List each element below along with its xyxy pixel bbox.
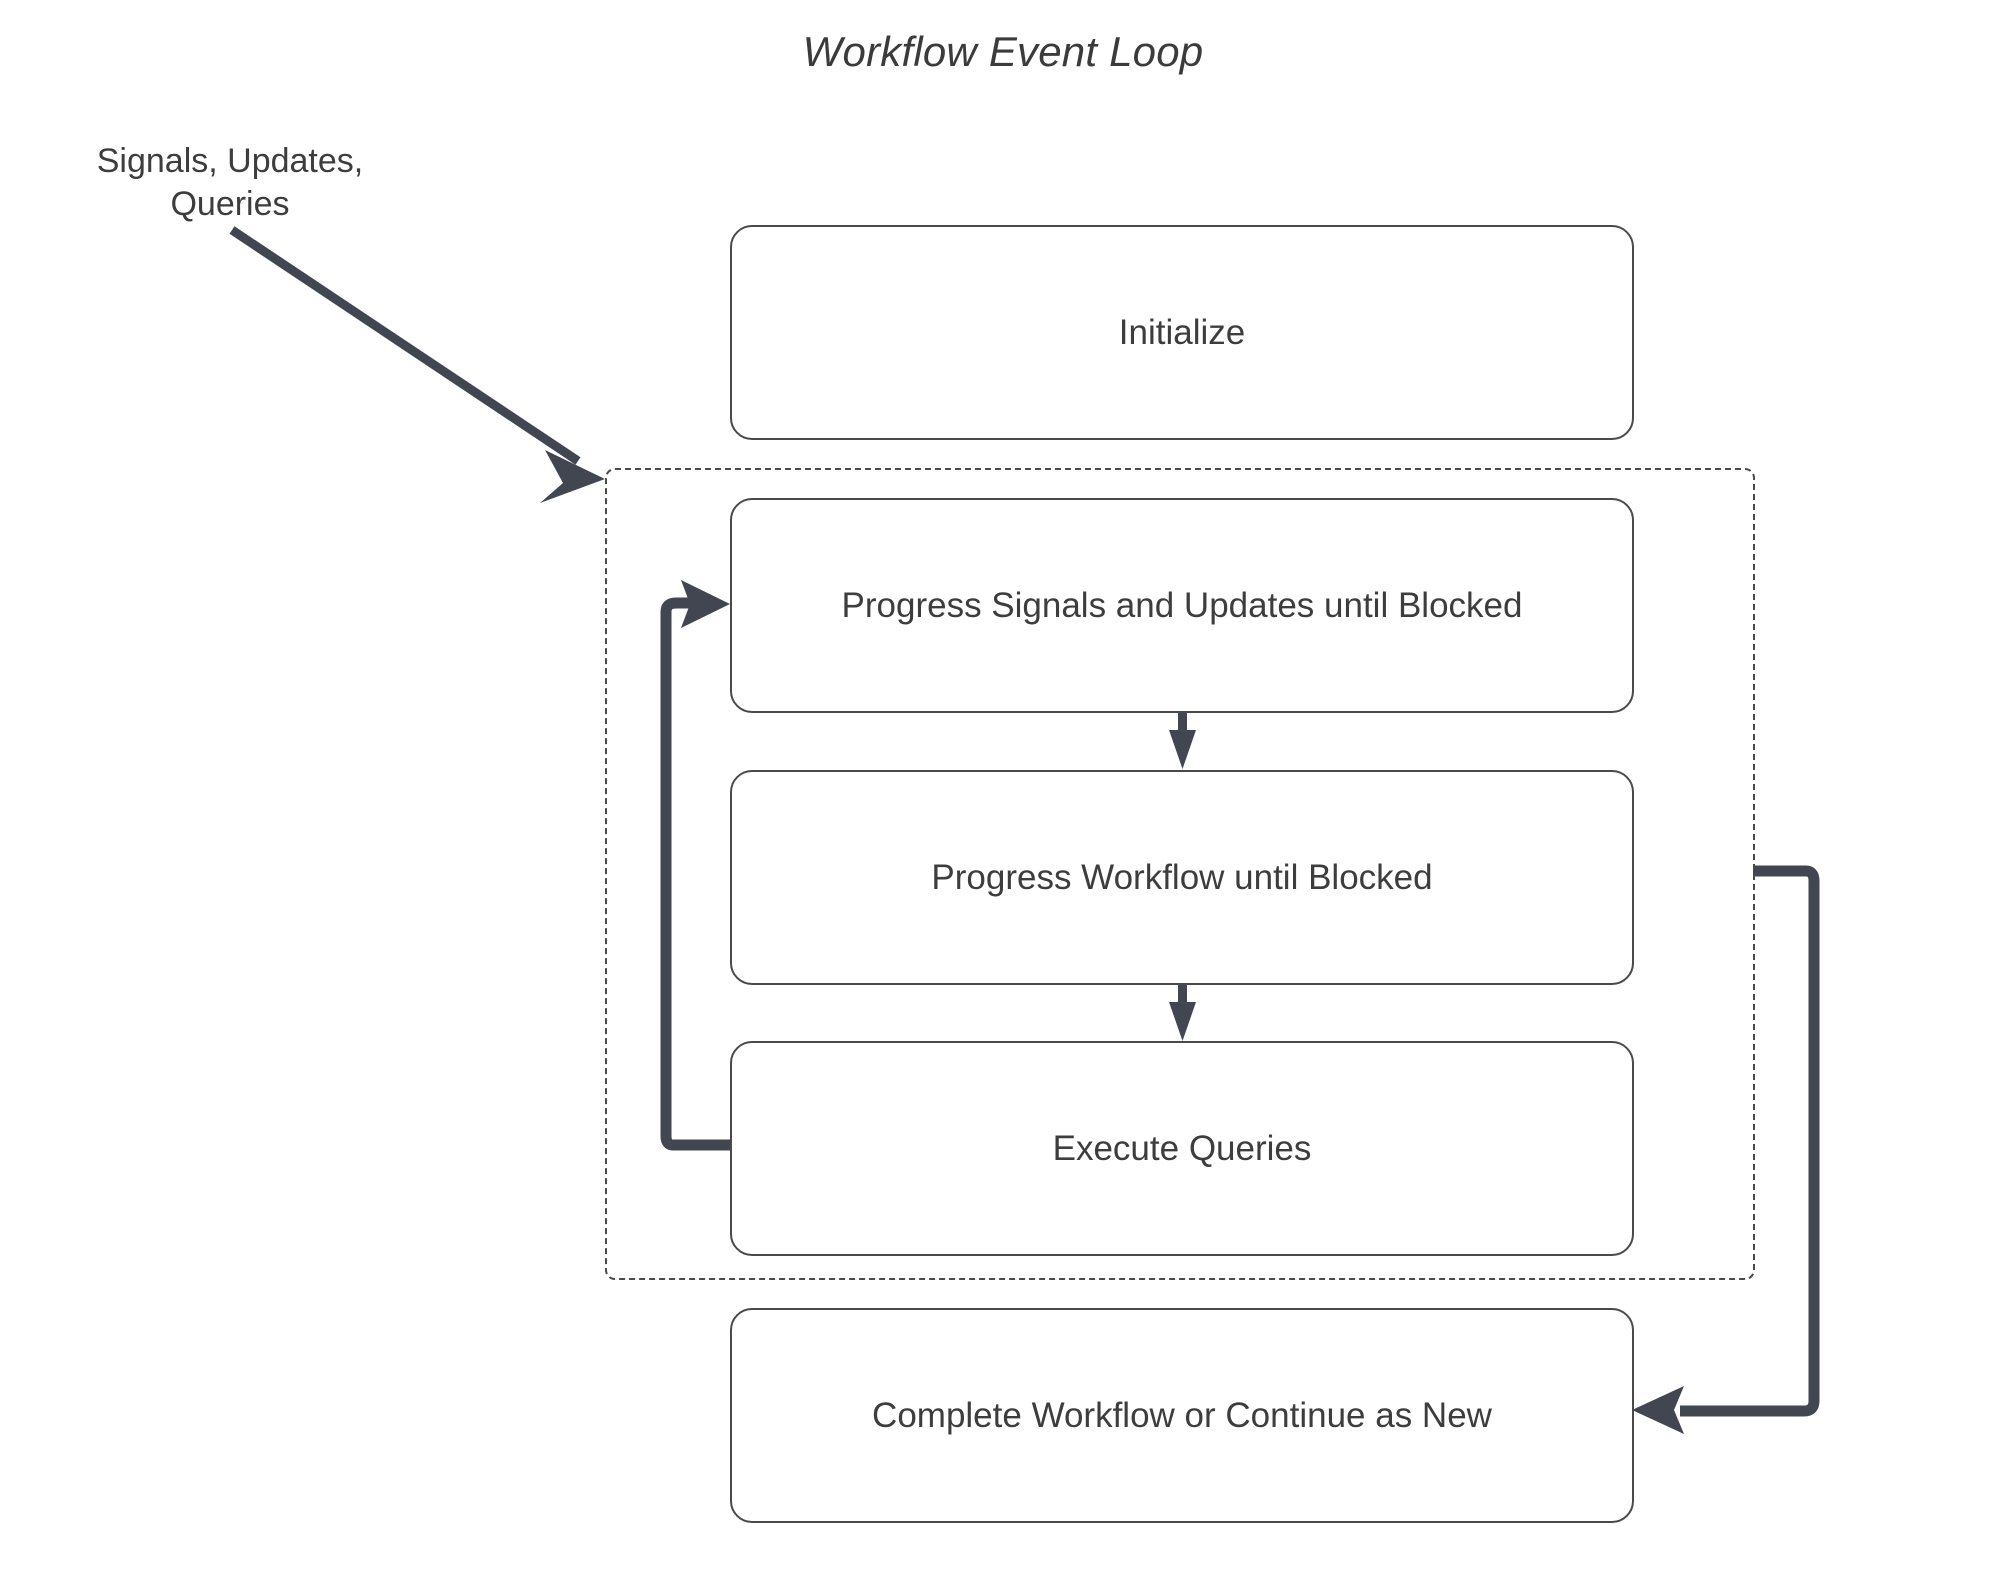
edge-signals-to-loop	[229, 226, 605, 503]
node-initialize-label: Initialize	[1118, 312, 1246, 352]
signals-updates-queries-label: Signals, Updates, Queries	[20, 140, 440, 225]
node-initialize[interactable]: Initialize	[730, 225, 1634, 440]
signals-label-line-2: Queries	[170, 184, 290, 223]
node-progress-workflow-label: Progress Workflow until Blocked	[931, 857, 1433, 897]
node-progress-signals-label: Progress Signals and Updates until Block…	[841, 585, 1523, 625]
node-execute-queries[interactable]: Execute Queries	[730, 1041, 1634, 1256]
node-progress-signals[interactable]: Progress Signals and Updates until Block…	[730, 498, 1634, 713]
node-progress-workflow[interactable]: Progress Workflow until Blocked	[730, 770, 1634, 985]
signals-label-line-1: Signals, Updates,	[96, 142, 364, 180]
node-complete-workflow[interactable]: Complete Workflow or Continue as New	[730, 1308, 1634, 1523]
node-execute-queries-label: Execute Queries	[1052, 1128, 1312, 1168]
page-title: Workflow Event Loop	[802, 28, 1204, 75]
node-complete-workflow-label: Complete Workflow or Continue as New	[872, 1395, 1492, 1435]
